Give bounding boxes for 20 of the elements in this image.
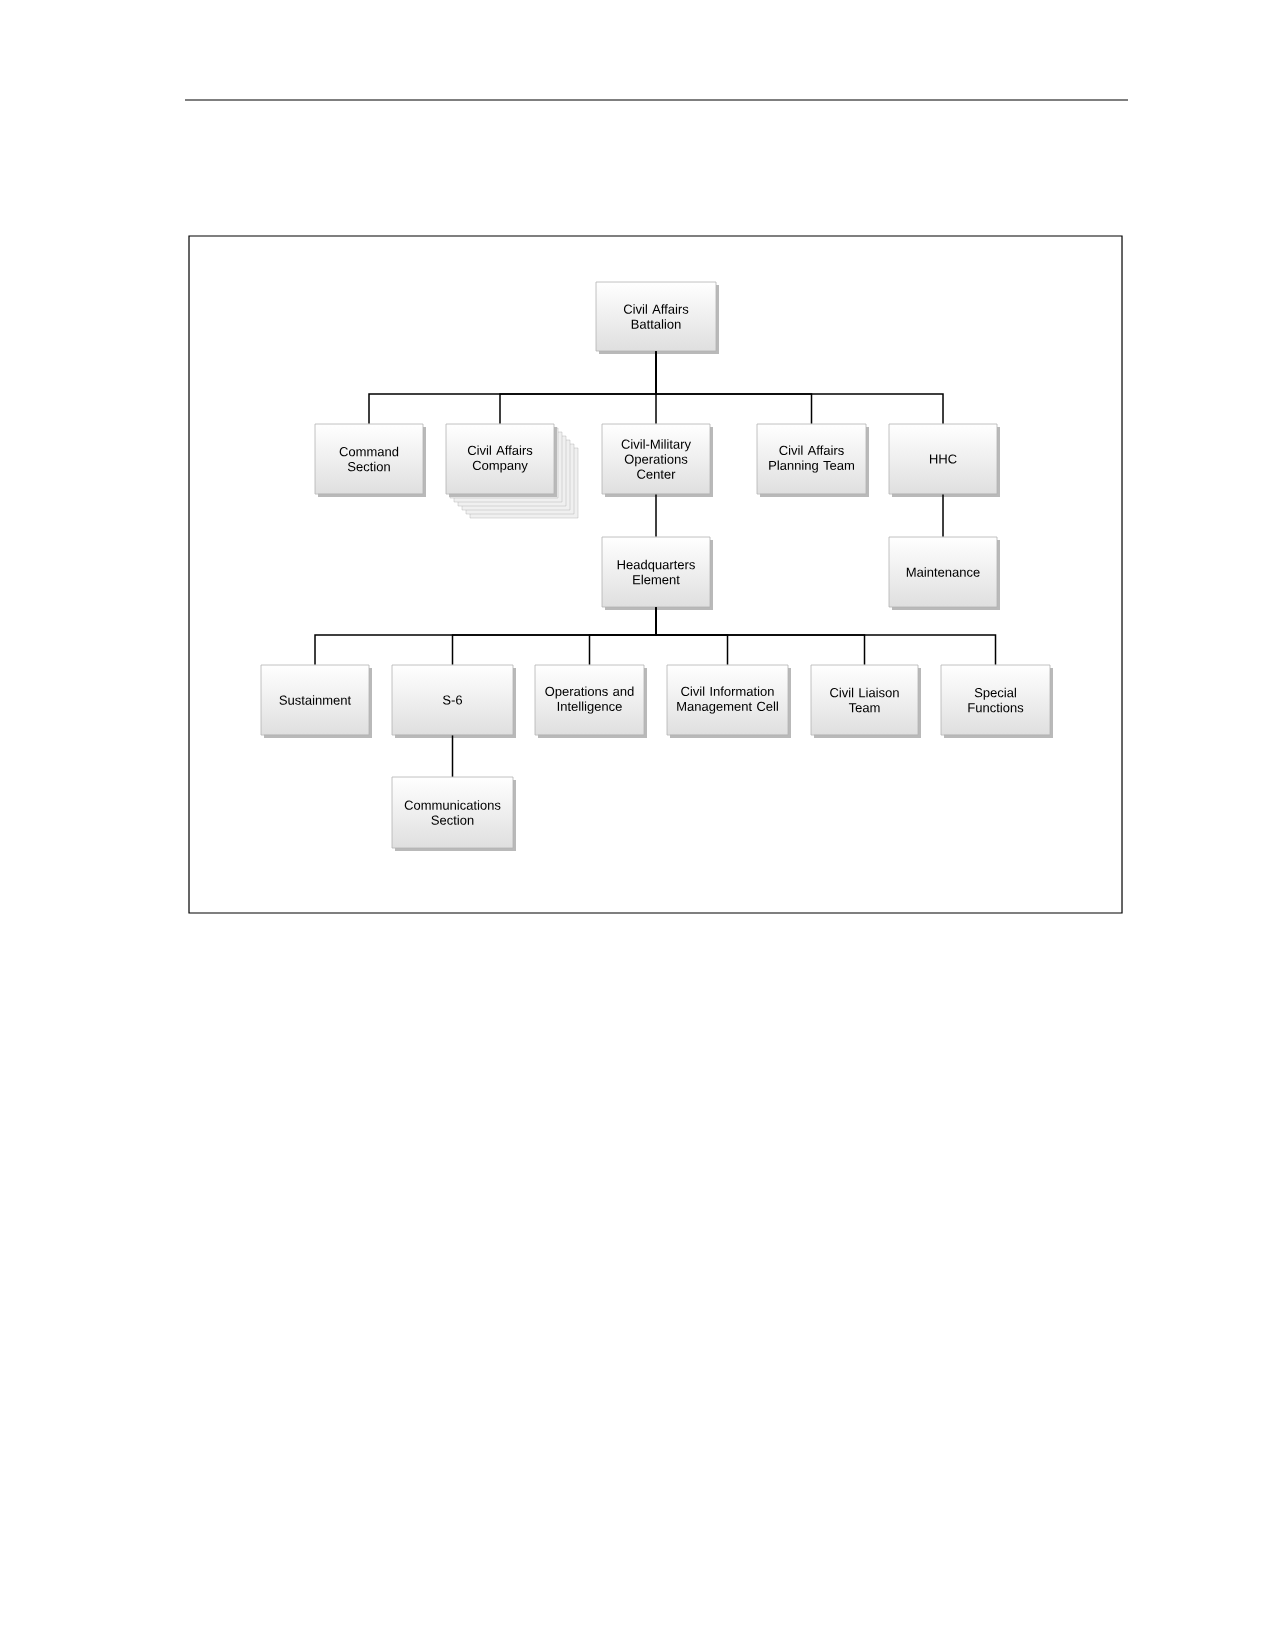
org-box: Operations and Intelligence: [534, 664, 647, 738]
connector-line: [655, 606, 997, 666]
org-box: Civil Information Management Cell: [666, 664, 791, 738]
org-box: HHC: [888, 423, 1000, 497]
org-box: Civil Affairs Planning Team: [756, 423, 869, 497]
connector-line: [942, 493, 944, 538]
connector-line: [655, 350, 944, 425]
org-box: Maintenance: [888, 536, 1000, 610]
org-box: Special Functions: [940, 664, 1053, 738]
connector-line: [451, 734, 454, 778]
org-box: Civil Affairs Battalion: [595, 281, 719, 354]
org-box: Civil-Military Operations Center: [601, 423, 713, 497]
org-box: Communications Section: [391, 776, 516, 851]
org-box: Headquarters Element: [601, 536, 713, 610]
org-box: Civil Liaison Team: [810, 664, 921, 738]
connector-line: [655, 493, 657, 538]
stacked-box: Civil Affairs Company: [445, 423, 579, 519]
org-box: Sustainment: [260, 664, 372, 738]
org-box: Command Section: [314, 423, 426, 497]
org-box: S-6: [391, 664, 516, 738]
